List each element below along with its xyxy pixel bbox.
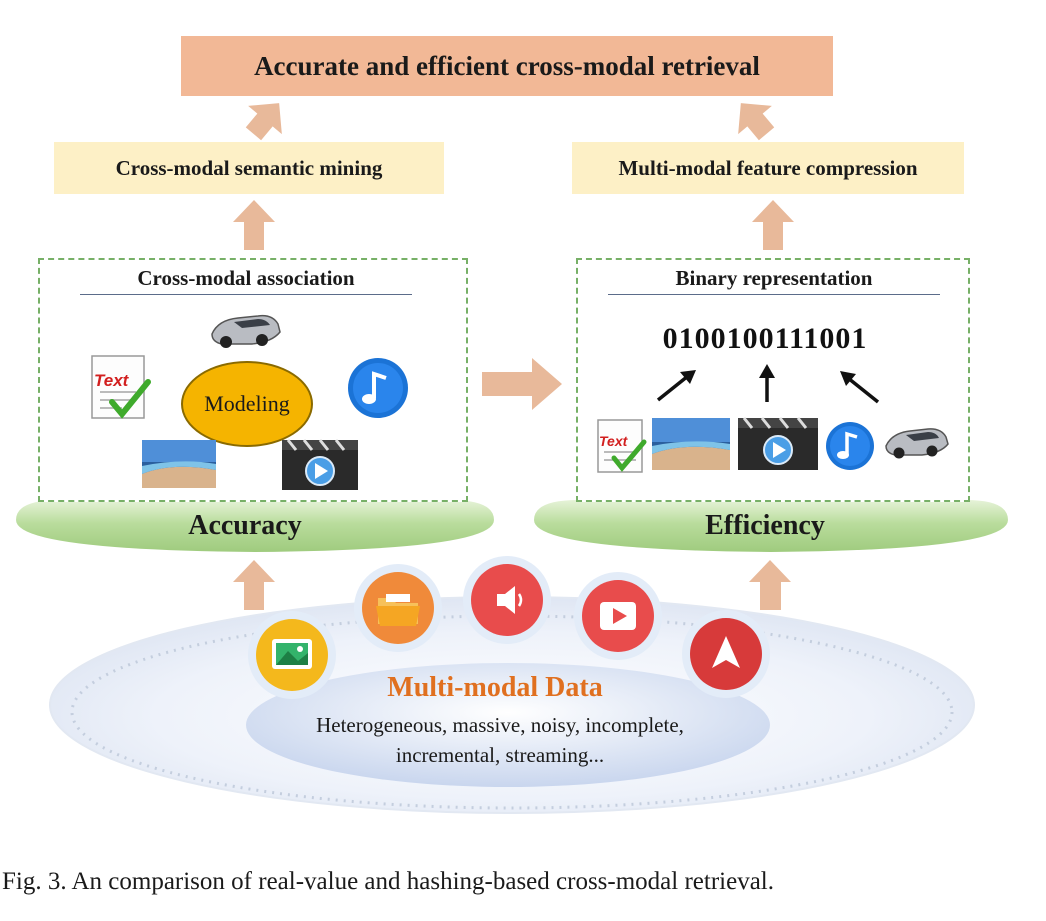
image-icon [248,611,336,699]
text-icon-label: Text [94,371,130,390]
landscape-image-icon [142,440,216,488]
description-line-2: incremental, streaming... [395,743,605,767]
inner-ellipse [246,663,770,787]
car-icon [885,428,949,459]
text-document-icon: Text [597,419,647,473]
arrow-from-car [840,371,880,404]
panel-title-rule [80,294,412,295]
arrow-up-right-mid [752,200,794,250]
arrow-right-middle [482,358,562,410]
arrow-up-right-bottom [749,560,791,610]
arrow-up-top-left [245,103,282,141]
navigation-icon [682,610,770,698]
multi-modal-data-title: Multi-modal Data [387,672,603,703]
folder-icon [354,564,442,652]
figure-caption: Fig. 3. An comparison of real-value and … [2,868,774,895]
binary-code: 0100100111001 [662,322,868,355]
accuracy-platform [16,500,494,552]
music-note-icon [826,422,874,470]
multi-modal-data-description: Heterogeneous, massive, noisy, incomplet… [240,710,760,770]
play-icon [574,572,662,660]
binary-representation-title: Binary representation [675,266,873,290]
feature-compression-box: Multi-modal feature compression [572,142,964,194]
modeling-label: Modeling [204,391,290,416]
efficiency-platform [534,500,1008,552]
goal-box: Accurate and efficient cross-modal retri… [181,36,833,96]
cross-modal-association-title: Cross-modal association [137,266,355,290]
arrow-up-top-right [738,103,775,141]
video-clapper-icon [738,417,818,470]
description-line-1: Heterogeneous, massive, noisy, incomplet… [316,713,684,737]
accuracy-label: Accuracy [188,510,302,541]
arrow-from-text [656,370,696,402]
car-icon [211,314,281,348]
modeling-ellipse: Modeling [181,361,313,447]
efficiency-label: Efficiency [705,510,825,541]
landscape-image-icon [652,418,730,470]
dashed-ring [70,614,954,810]
text-document-icon: Text [91,355,151,419]
arrow-up-left-mid [233,200,275,250]
panel-title-rule [608,294,940,295]
video-clapper-icon [282,439,358,490]
arrow-up-left-bottom [233,560,275,610]
semantic-mining-box: Cross-modal semantic mining [54,142,444,194]
arrow-from-video [759,364,775,402]
music-note-icon [348,358,408,418]
text-icon-label: Text [599,433,629,449]
speaker-icon [463,556,551,644]
